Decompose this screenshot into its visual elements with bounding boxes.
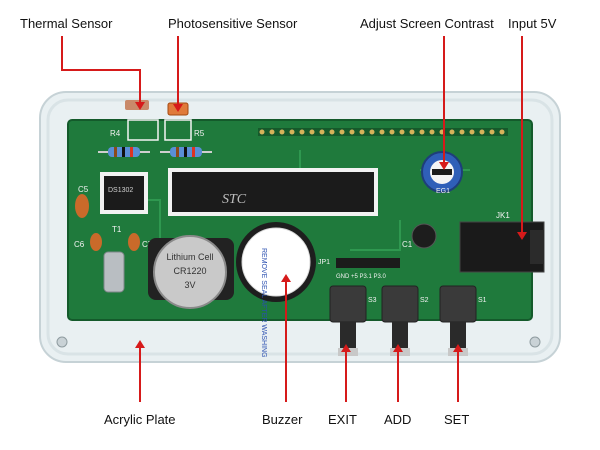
marking-c7: C7	[142, 240, 153, 249]
label-thermal-sensor: Thermal Sensor	[20, 16, 113, 31]
label-acrylic-plate: Acrylic Plate	[104, 412, 176, 427]
label-buzzer: Buzzer	[262, 412, 303, 427]
marking-c5: C5	[78, 185, 89, 194]
marking-t1: T1	[112, 225, 122, 234]
marking-pot: EG1	[436, 188, 450, 195]
capacitor-icon	[411, 223, 437, 249]
label-set: SET	[444, 412, 470, 427]
battery-icon	[153, 235, 227, 309]
label-adjust-screen-contrast: Adjust Screen Contrast	[360, 16, 494, 31]
label-add: ADD	[384, 412, 412, 427]
callout-lines	[61, 36, 523, 402]
pin-header-top	[258, 128, 508, 136]
callout-thermal-sensor	[61, 36, 141, 102]
capacitor-icon	[128, 233, 140, 251]
resistor-icon	[160, 147, 212, 157]
label-exit: EXIT	[328, 412, 357, 427]
resistor-icon	[98, 147, 150, 157]
main-chip	[172, 172, 374, 212]
marking-r4: R4	[110, 129, 121, 138]
label-input-5v: Input 5V	[508, 16, 557, 31]
crystal-icon	[103, 251, 125, 293]
capacitor-icon	[90, 233, 102, 251]
battery-label-line2: CR1220	[173, 266, 206, 276]
buzzer-sticker-text: REMOVE SEAL AFTER WASHING	[260, 248, 267, 358]
rtc-chip	[104, 176, 144, 210]
battery-label-line1: Lithium Cell	[166, 252, 213, 262]
marking-r5: R5	[194, 129, 205, 138]
marking-jp1: JP1	[318, 259, 330, 266]
battery-label-line3: 3V	[184, 280, 195, 290]
battery-holder: Lithium Cell CR1220 3V	[148, 235, 234, 309]
jp1-header	[336, 258, 400, 268]
marking-s3: S3	[368, 297, 377, 304]
marking-s2: S2	[420, 297, 429, 304]
marking-c1: C1	[402, 240, 413, 249]
capacitor-icon	[75, 194, 89, 218]
marking-c6: C6	[74, 240, 85, 249]
label-photosensitive-sensor: Photosensitive Sensor	[168, 16, 298, 31]
marking-chip-main: STC	[222, 192, 247, 207]
marking-jk1: JK1	[496, 211, 510, 220]
contrast-potentiometer: EG1	[421, 151, 463, 195]
marking-pin-header: GND +5 P3.1 P3.0	[336, 274, 387, 280]
buzzer-part: REMOVE SEAL AFTER WASHING	[236, 222, 316, 358]
callout-arrowheads	[135, 102, 527, 352]
marking-chip-small: DS1302	[108, 187, 133, 194]
marking-s1: S1	[478, 297, 487, 304]
